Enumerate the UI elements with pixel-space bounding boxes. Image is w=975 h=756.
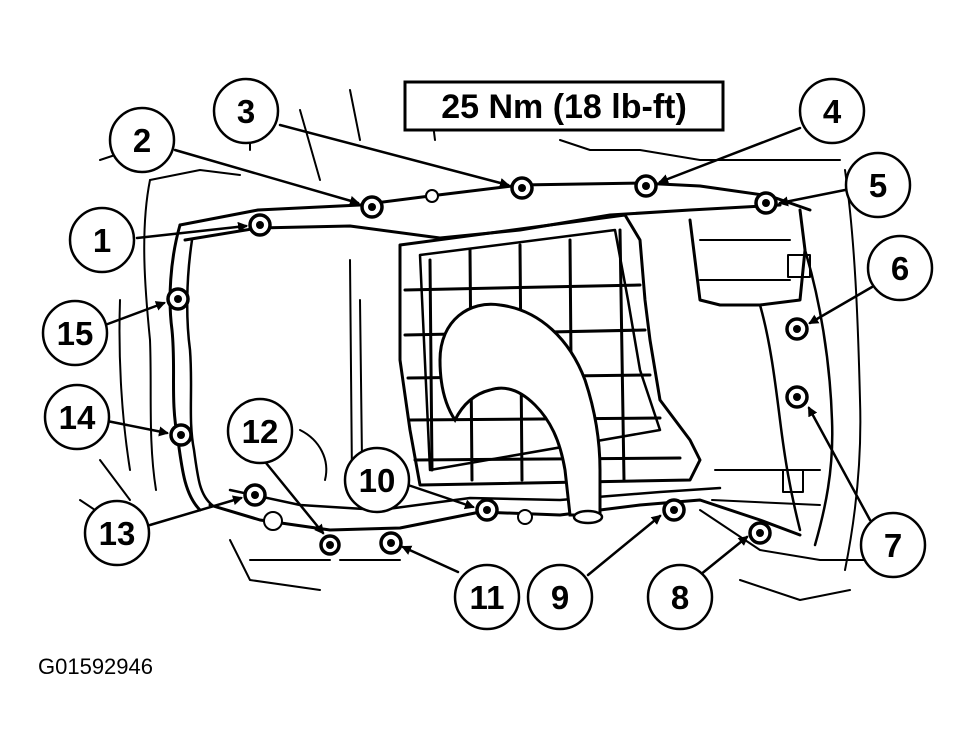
callout-4-label: 4 [823,93,842,130]
callouts: 1 2 3 4 5 6 7 8 9 10 11 12 13 14 15 [41,77,934,631]
callout-8-label: 8 [671,579,689,616]
leader-arrow [103,301,166,327]
bolt-icon [662,498,686,522]
callout-10: 10 [343,446,411,514]
callout-5-label: 5 [869,167,887,204]
callout-10-label: 10 [359,462,396,499]
callout-1-label: 1 [93,222,111,259]
callout-13: 13 [83,499,151,567]
leader-lines [100,123,874,577]
callout-3: 3 [212,77,280,145]
callout-7: 7 [859,511,927,579]
bolt-icon [748,521,772,545]
callout-11: 11 [453,563,521,631]
callout-2: 2 [108,106,176,174]
leader-arrow [135,221,248,240]
torque-spec-box: 25 Nm (18 lb-ft) [403,80,725,132]
leader-arrow [148,495,243,527]
callout-11-label: 11 [470,579,505,616]
bolt-icon [785,385,809,409]
callout-6-label: 6 [891,250,909,287]
callout-14: 14 [43,383,111,451]
callout-4: 4 [798,77,866,145]
bolts [166,174,809,556]
figure-id: G01592946 [38,654,153,679]
bolt-icon [754,191,778,215]
torque-spec-label: 25 Nm (18 lb-ft) [441,88,687,126]
callout-13-label: 13 [99,515,136,552]
bolt-icon [360,195,384,219]
leader-arrow [807,406,872,522]
callout-3-label: 3 [237,93,255,130]
bolt-icon [169,423,193,447]
leader-arrow [401,545,460,574]
leader-arrow [100,418,169,437]
oil-pan-drawing [79,89,881,601]
callout-2-label: 2 [133,122,151,159]
callout-9-label: 9 [551,579,569,616]
callout-5: 5 [844,151,912,219]
callout-6: 6 [866,234,934,302]
callout-12: 12 [226,397,294,465]
leader-arrow [658,126,802,184]
callout-14-label: 14 [59,399,96,436]
bolt-icon [510,176,534,200]
bolt-icon [248,213,272,237]
leader-arrow [586,514,662,577]
callout-15: 15 [41,299,109,367]
leader-arrow [173,148,360,206]
bolt-icon [634,174,658,198]
callout-1: 1 [68,206,136,274]
leader-arrow [698,535,749,577]
callout-9: 9 [526,563,594,631]
leader-arrow [778,188,847,207]
bolt-icon [319,534,341,556]
leader-arrow [808,285,874,325]
bolt-icon [243,483,267,507]
bolt-icon [785,317,809,341]
leader-arrow [260,456,325,535]
bolt-icon [166,287,190,311]
leader-arrow [406,483,475,510]
bolt-icon [475,498,499,522]
callout-8: 8 [646,563,714,631]
callout-12-label: 12 [242,413,279,450]
bolt-icon [379,531,403,555]
leader-arrow [278,123,510,188]
callout-7-label: 7 [884,527,902,564]
callout-15-label: 15 [57,315,94,352]
